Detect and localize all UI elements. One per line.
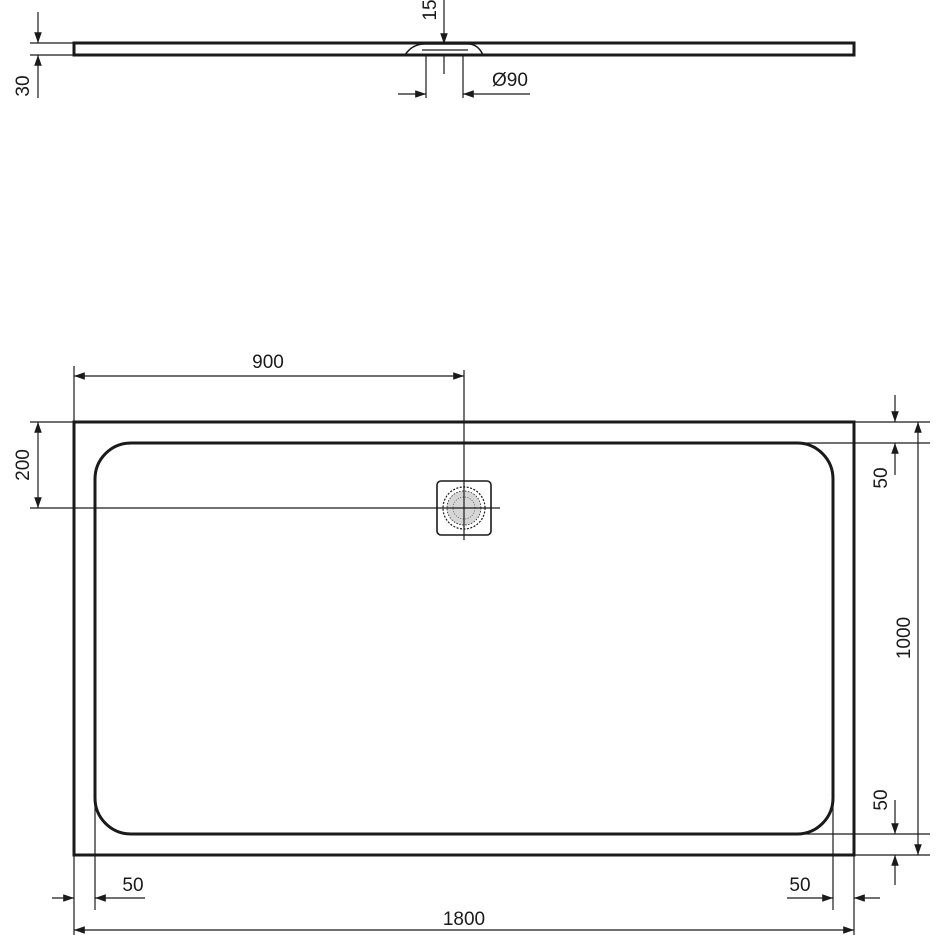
dim-drain-offset-x: 900 xyxy=(252,352,284,373)
dim-drain-offset-y: 200 xyxy=(13,449,34,481)
dim-rim-right: 50 xyxy=(789,875,810,896)
tray-profile xyxy=(72,41,856,57)
plan-view: 900 200 1000 50 50 50 50 xyxy=(13,352,930,935)
dim-rim-top: 50 xyxy=(871,467,892,488)
dim-tray-width: 1000 xyxy=(894,617,915,659)
dim-rim-left: 50 xyxy=(122,875,143,896)
dim-tray-thickness: 30 xyxy=(13,75,34,96)
dim-drain-depth: 15 xyxy=(420,0,441,21)
side-elevation-view: 15 30 Ø90 xyxy=(13,0,856,98)
dim-drain-diameter: Ø90 xyxy=(492,70,528,91)
drain-recess xyxy=(404,43,484,56)
dim-tray-length: 1800 xyxy=(443,909,485,930)
dim-rim-bottom: 50 xyxy=(871,789,892,810)
